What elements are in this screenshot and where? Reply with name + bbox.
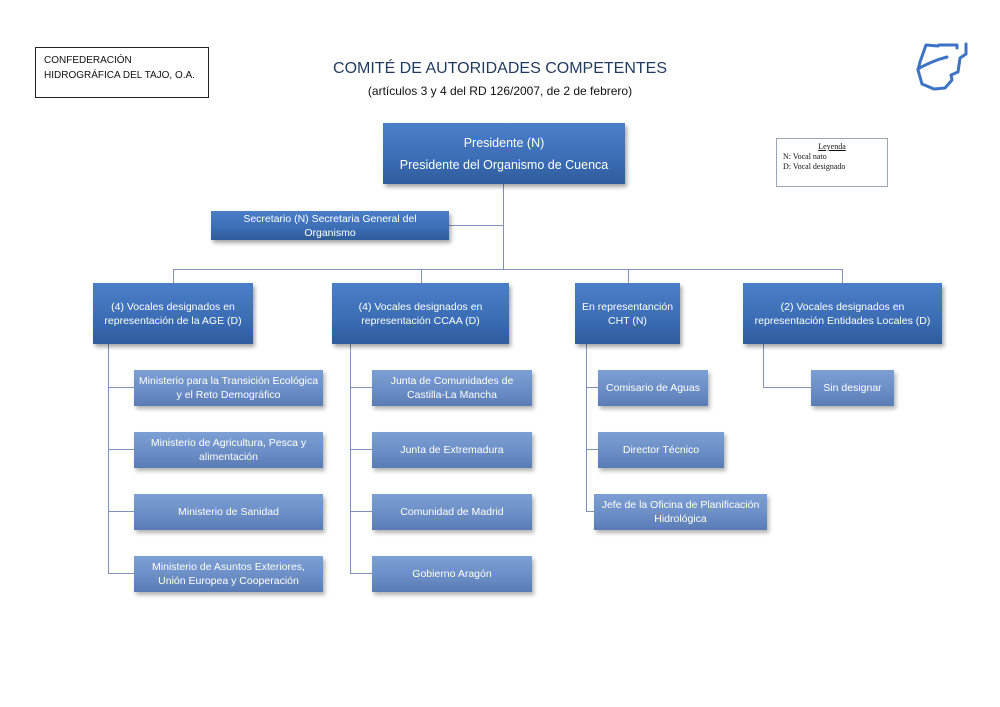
group-label: (4) Vocales designados en representación… — [104, 300, 242, 327]
member-box: Ministerio de Asuntos Exteriores, Unión … — [134, 556, 323, 592]
secretary-box: Secretario (N) Secretaria General del Or… — [211, 211, 449, 240]
member-label: Junta de Extremadura — [400, 444, 504, 456]
connector-secretary — [449, 225, 504, 226]
member-box: Director Técnico — [598, 432, 724, 468]
member-label: Comunidad de Madrid — [400, 506, 504, 518]
member-box: Ministerio para la Transición Ecológica … — [134, 370, 323, 406]
cht-logo-icon — [906, 40, 970, 92]
connector-branch — [350, 387, 372, 388]
connector-group-1 — [173, 269, 174, 283]
organization-box: CONFEDERACIÓN HIDROGRÁFICA DEL TAJO, O.A… — [35, 47, 209, 98]
member-label: Ministerio para la Transición Ecológica … — [138, 375, 319, 401]
page-title: COMITÉ DE AUTORIDADES COMPETENTES — [333, 60, 667, 77]
connector-branch — [586, 387, 599, 388]
connector-group-3 — [628, 269, 629, 283]
member-label: Ministerio de Sanidad — [178, 506, 279, 518]
member-label: Comisario de Aguas — [606, 382, 700, 394]
member-box: Jefe de la Oficina de Planificación Hidr… — [594, 494, 767, 530]
legend-title: Leyenda — [818, 142, 846, 151]
group-label: (4) Vocales designados en representación… — [358, 300, 483, 327]
member-label: Junta de Comunidades de Castilla-La Manc… — [390, 375, 514, 401]
group-label: (2) Vocales designados en representación… — [754, 300, 931, 327]
connector-president-trunk — [503, 184, 504, 270]
member-label: Ministerio de Asuntos Exteriores, Unión … — [152, 561, 305, 587]
member-box: Comisario de Aguas — [598, 370, 708, 406]
group-box-cht: En representanción CHT (N) — [575, 283, 680, 344]
member-label: Gobierno Aragón — [412, 568, 492, 580]
member-box: Comunidad de Madrid — [372, 494, 532, 530]
connector-branch — [350, 511, 372, 512]
connector-group-4-trunk — [763, 344, 764, 388]
connector-horizontal-bus — [173, 269, 843, 270]
legend-item-designado: D: Vocal designado — [783, 162, 846, 171]
connector-branch — [586, 449, 599, 450]
president-box: Presidente (N) Presidente del Organismo … — [383, 123, 625, 184]
president-role: Presidente (N) — [463, 135, 545, 150]
connector-branch — [108, 511, 134, 512]
group-label: En representanción CHT (N) — [581, 300, 674, 327]
connector-branch — [350, 573, 372, 574]
member-label: Jefe de la Oficina de Planificación Hidr… — [601, 499, 760, 525]
connector-branch — [586, 511, 595, 512]
group-box-ccaa: (4) Vocales designados en representación… — [332, 283, 509, 344]
president-title: Presidente del Organismo de Cuenca — [399, 157, 609, 172]
connector-group-3-trunk — [586, 344, 587, 512]
connector-branch — [108, 573, 134, 574]
connector-group-4 — [842, 269, 843, 283]
organization-name-line1: CONFEDERACIÓN — [44, 55, 132, 66]
page-subtitle: (artículos 3 y 4 del RD 126/2007, de 2 d… — [367, 84, 633, 98]
member-box: Gobierno Aragón — [372, 556, 532, 592]
member-label: Ministerio de Agricultura, Pesca y alime… — [150, 437, 307, 463]
member-label: Director Técnico — [622, 444, 700, 456]
member-label: Sin designar — [823, 382, 882, 394]
secretary-label: Secretario (N) Secretaria General del Or… — [243, 212, 417, 239]
connector-group-1-trunk — [108, 344, 109, 574]
legend-item-nato: N: Vocal nato — [783, 152, 827, 161]
organization-name-line2: HIDROGRÁFICA DEL TAJO, O.A. — [44, 70, 195, 81]
connector-group-2 — [421, 269, 422, 283]
connector-branch — [763, 387, 812, 388]
connector-branch — [108, 449, 134, 450]
member-box: Ministerio de Agricultura, Pesca y alime… — [134, 432, 323, 468]
group-box-entidades-locales: (2) Vocales designados en representación… — [743, 283, 942, 344]
group-box-age: (4) Vocales designados en representación… — [93, 283, 253, 344]
member-box: Ministerio de Sanidad — [134, 494, 323, 530]
member-box: Junta de Comunidades de Castilla-La Manc… — [372, 370, 532, 406]
connector-branch — [350, 449, 372, 450]
legend-box: Leyenda N: Vocal nato D: Vocal designado — [776, 138, 888, 187]
connector-group-2-trunk — [350, 344, 351, 574]
member-box: Junta de Extremadura — [372, 432, 532, 468]
connector-branch — [108, 387, 134, 388]
member-box: Sin designar — [811, 370, 894, 406]
